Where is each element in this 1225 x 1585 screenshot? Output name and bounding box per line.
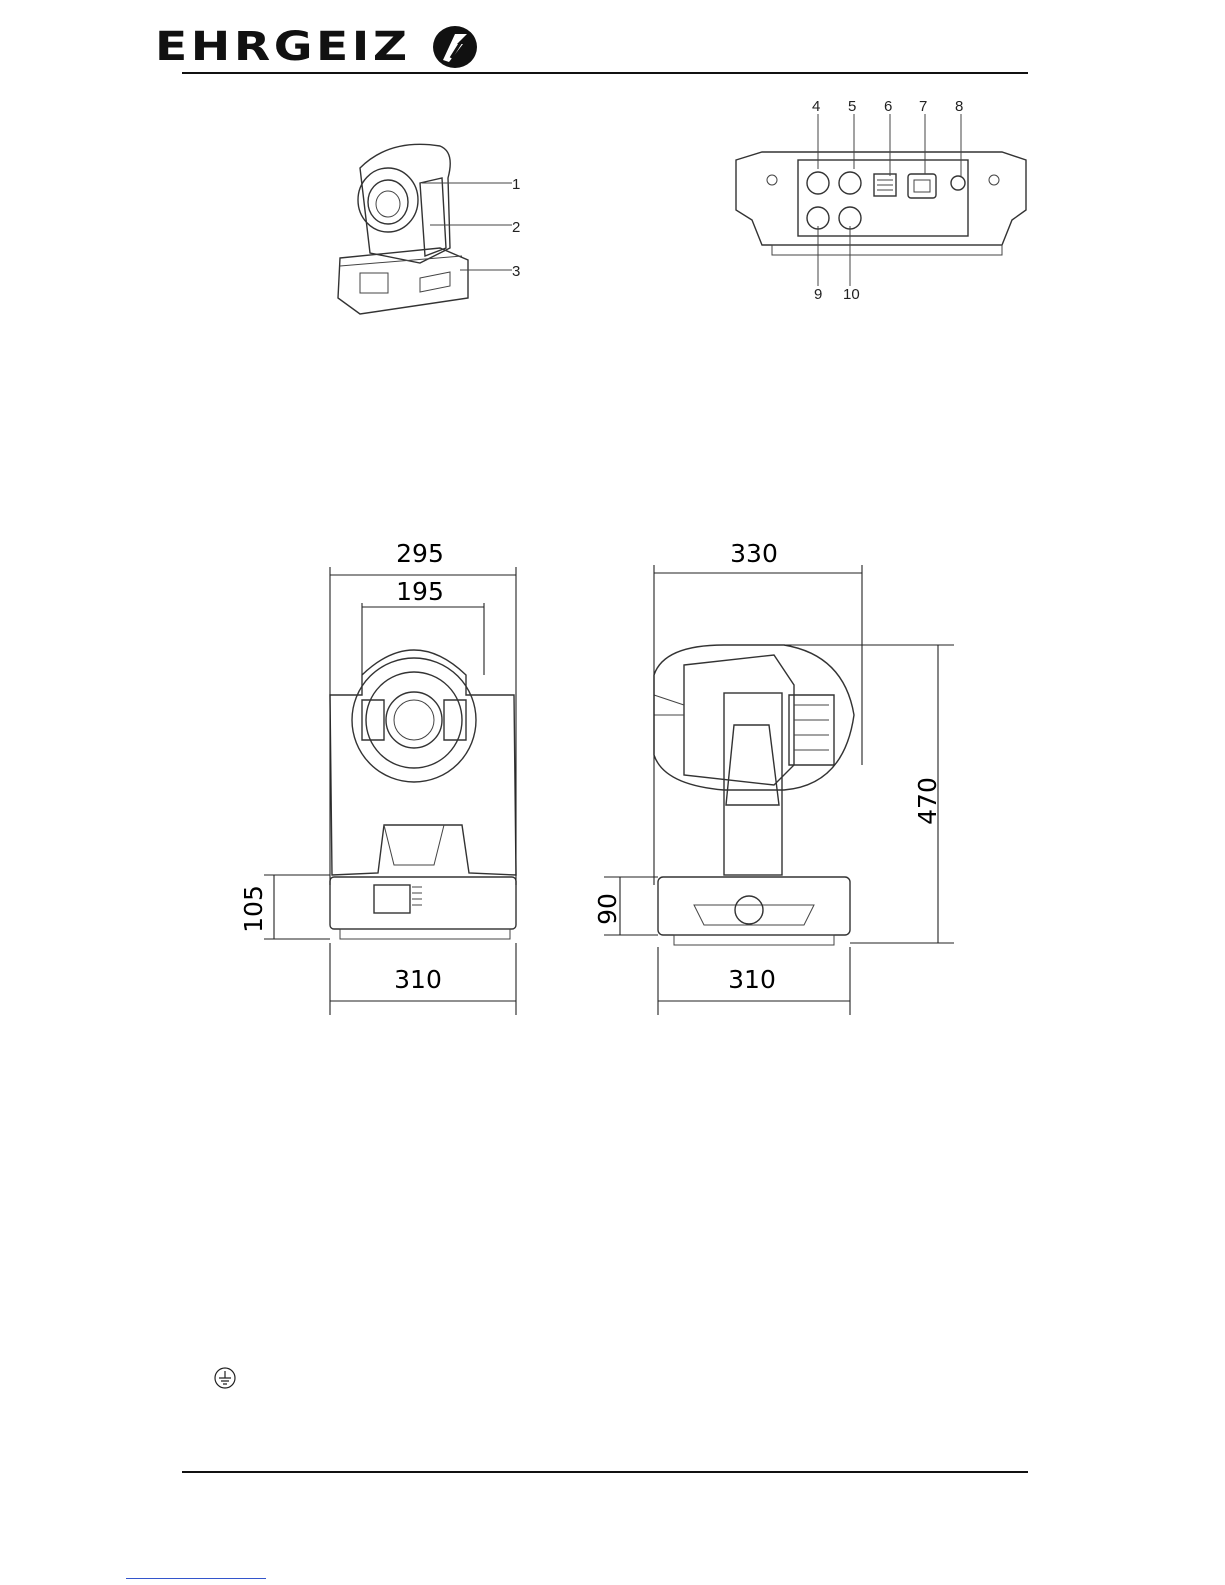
header-rule — [182, 72, 1028, 74]
callout-4: 4 — [812, 99, 820, 115]
earth-ground-icon — [214, 1367, 236, 1389]
brand-wordmark: EHRGEIZ — [155, 24, 411, 70]
ehrgeiz-emblem-icon — [431, 24, 479, 70]
callout-6: 6 — [884, 99, 892, 115]
dim-side-base-height: 90 — [594, 879, 622, 939]
callout-leaders-front — [420, 175, 515, 275]
front-view-dimension-drawing — [244, 555, 534, 1025]
brand-logo: EHRGEIZ — [155, 24, 485, 70]
callout-8: 8 — [955, 99, 963, 115]
dim-front-base-width: 310 — [378, 966, 458, 994]
dim-front-top-width: 295 — [380, 540, 460, 568]
callout-7: 7 — [919, 99, 927, 115]
dim-side-base-width: 310 — [712, 966, 792, 994]
dim-front-base-height: 105 — [240, 877, 268, 941]
dim-side-top-width: 330 — [714, 540, 794, 568]
side-view-dimension-drawing — [584, 555, 964, 1025]
callout-5: 5 — [848, 99, 856, 115]
callout-leaders-rear — [810, 114, 970, 290]
footer-rule — [182, 1471, 1028, 1473]
dim-front-head-width: 195 — [380, 578, 460, 606]
footer-link-underline[interactable] — [126, 1578, 266, 1579]
dim-side-total-height: 470 — [914, 761, 942, 841]
